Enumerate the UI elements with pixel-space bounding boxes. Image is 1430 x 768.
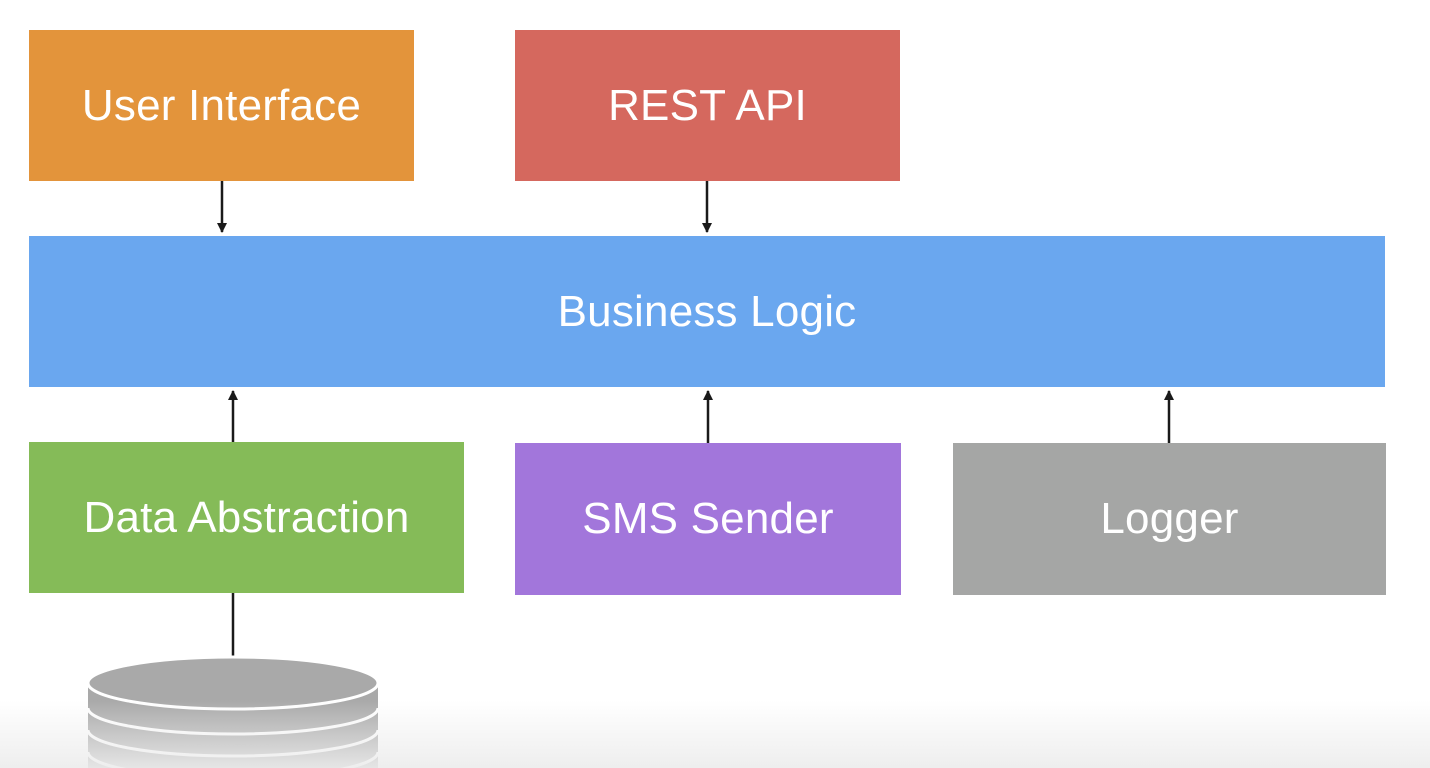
rest-api-box: REST API xyxy=(515,30,900,181)
business-logic-box: Business Logic xyxy=(29,236,1385,387)
sms-sender-label: SMS Sender xyxy=(582,494,834,543)
data-abstraction-box: Data Abstraction xyxy=(29,442,464,593)
user-interface-box: User Interface xyxy=(29,30,414,181)
user-interface-label: User Interface xyxy=(81,80,362,130)
database-icon xyxy=(86,655,380,768)
logger-label: Logger xyxy=(1100,494,1239,543)
sms-sender-box: SMS Sender xyxy=(515,443,901,595)
business-logic-label: Business Logic xyxy=(557,286,857,336)
rest-api-label: REST API xyxy=(608,80,807,130)
data-abstraction-label: Data Abstraction xyxy=(83,492,410,542)
logger-box: Logger xyxy=(953,443,1386,595)
